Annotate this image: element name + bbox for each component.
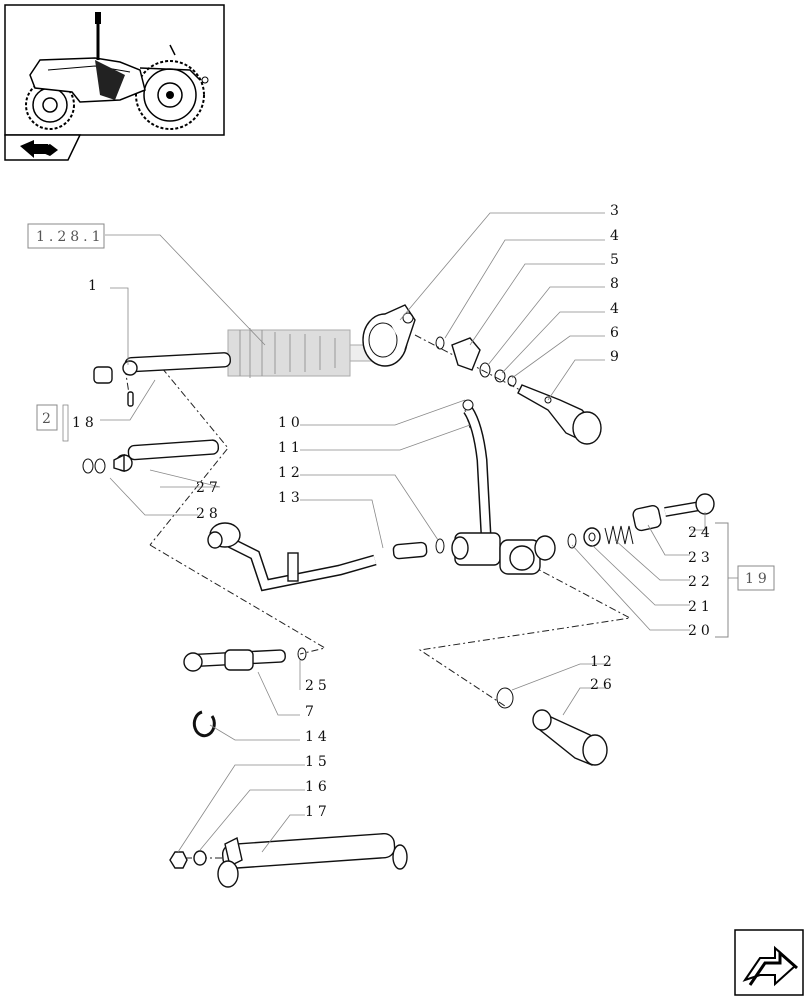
part-label-27: 27	[196, 480, 222, 496]
part-label-9: 9	[610, 349, 623, 365]
ref-group-label[interactable]: 1.28.1	[36, 229, 105, 245]
part-label-6: 6	[610, 325, 623, 341]
part-label-14: 14	[305, 729, 331, 745]
part-label-16: 16	[305, 779, 331, 795]
part-label-3: 3	[610, 203, 623, 219]
part-label-5: 5	[610, 252, 623, 268]
part-label-13: 13	[278, 490, 304, 506]
part-label-11: 11	[278, 440, 304, 456]
valve-9	[517, 384, 602, 445]
next-page-icon[interactable]	[734, 929, 804, 996]
part-label-26: 26	[590, 677, 616, 693]
part-label-20: 20	[688, 623, 714, 639]
part-label-4a: 4	[610, 228, 623, 244]
pin-rod	[93, 352, 231, 407]
part-label-12b: 12	[590, 654, 616, 670]
part-label-22: 22	[688, 574, 714, 590]
part-label-4b: 4	[610, 301, 623, 317]
ref-label-19[interactable]: 19	[745, 571, 771, 587]
part-label-7: 7	[305, 704, 318, 720]
ref-box-label[interactable]: 2	[42, 411, 55, 427]
collar-3	[362, 304, 416, 367]
part-label-25: 25	[305, 678, 331, 694]
part-label-15: 15	[305, 754, 331, 770]
pin-7	[183, 649, 286, 672]
rod-27	[113, 439, 220, 472]
part-label-17: 17	[305, 804, 331, 820]
shaft-assembly	[227, 328, 373, 378]
part-label-23: 23	[688, 550, 714, 566]
part-label-12a: 12	[278, 465, 304, 481]
previous-page-icon[interactable]	[4, 134, 82, 161]
part-label-1: 1	[88, 278, 101, 294]
part-label-21: 21	[688, 599, 714, 615]
part-label-10: 10	[278, 415, 304, 431]
tee-fitting	[451, 532, 556, 575]
part-label-28: 28	[196, 506, 222, 522]
part-label-18: 18	[72, 415, 98, 431]
part-label-8: 8	[610, 276, 623, 292]
part-label-24: 24	[688, 525, 714, 541]
tractor-thumbnail-icon	[4, 4, 225, 136]
